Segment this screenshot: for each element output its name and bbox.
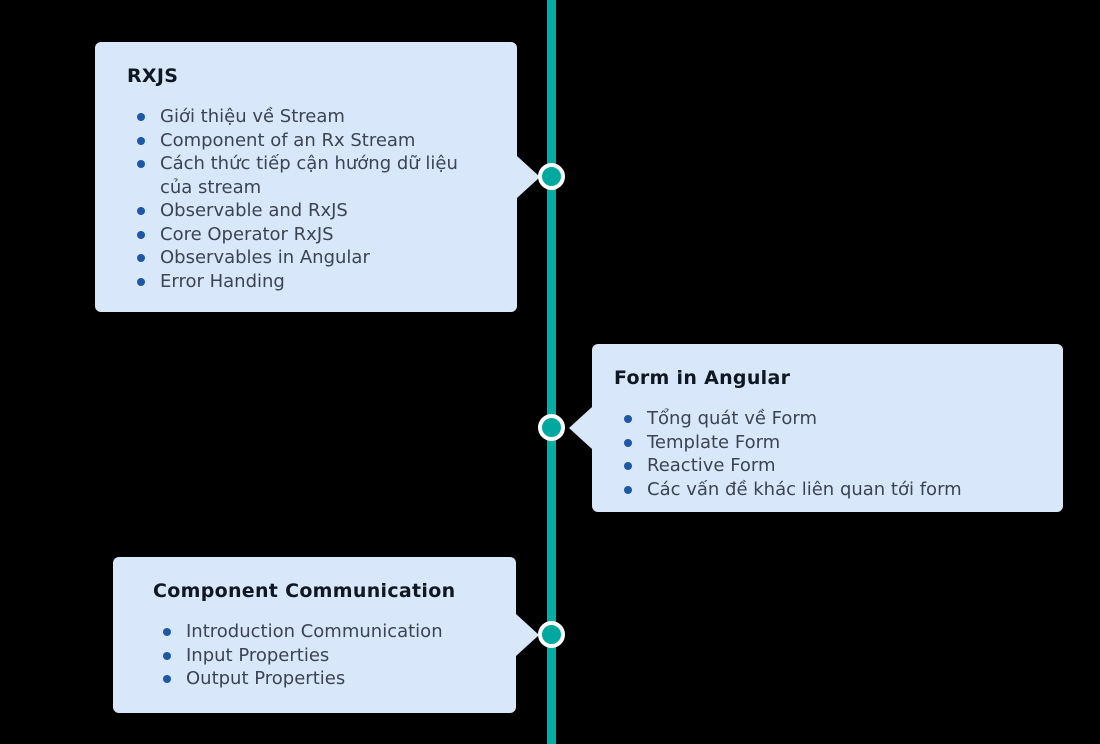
card-component-communication: Component Communication Introduction Com… — [113, 557, 539, 713]
card-item-list: Introduction Communication Input Propert… — [153, 620, 504, 691]
list-item: Giới thiệu về Stream — [137, 105, 485, 129]
list-item-label: Reactive Form — [647, 455, 776, 476]
list-item: Observable and RxJS — [137, 199, 485, 223]
list-item: Input Properties — [163, 644, 488, 668]
card-rxjs: RXJS Giới thiệu về Stream Component of a… — [95, 42, 540, 312]
card-item-list: Giới thiệu về Stream Component of an Rx … — [127, 105, 501, 293]
bullet-icon — [624, 415, 632, 423]
list-item-label: Các vấn đề khác liên quan tới form — [647, 478, 962, 500]
list-item: Tổng quát về Form — [624, 407, 1031, 431]
list-item-label: Component of an Rx Stream — [160, 129, 416, 151]
card-pointer-right-icon — [516, 614, 539, 656]
timeline-node-form-in-angular — [538, 414, 565, 441]
list-item: Các vấn đề khác liên quan tới form — [624, 478, 1031, 502]
list-item: Cách thức tiếp cận hướng dữ liệu của str… — [137, 152, 485, 199]
bullet-icon — [624, 462, 632, 470]
bullet-icon — [137, 254, 145, 262]
list-item-label: Core Operator RxJS — [160, 223, 334, 245]
bullet-icon — [137, 277, 145, 286]
list-item-label: Cách thức tiếp cận hướng dữ liệu của str… — [160, 153, 458, 198]
list-item: Reactive Form — [624, 454, 1031, 478]
bullet-icon — [624, 485, 632, 494]
bullet-icon — [163, 651, 171, 660]
list-item: Core Operator RxJS — [137, 223, 485, 247]
bullet-icon — [163, 675, 171, 683]
timeline-node-component-communication — [538, 621, 565, 648]
card-title: Form in Angular — [614, 367, 791, 389]
bullet-icon — [137, 160, 145, 168]
list-item-label: Output Properties — [186, 668, 346, 689]
bullet-icon — [137, 113, 145, 121]
list-item-label: Observables in Angular — [160, 247, 370, 268]
list-item-label: Giới thiệu về Stream — [160, 106, 345, 127]
bullet-icon — [137, 207, 145, 215]
list-item-label: Observable and RxJS — [160, 200, 348, 221]
list-item-label: Introduction Communication — [186, 621, 443, 642]
card-title: Component Communication — [153, 580, 456, 602]
list-item: Component of an Rx Stream — [137, 129, 485, 153]
list-item: Observables in Angular — [137, 246, 485, 270]
card-pointer-left-icon — [569, 407, 592, 449]
timeline-line — [547, 0, 556, 744]
list-item: Template Form — [624, 431, 1031, 455]
list-item-label: Tổng quát về Form — [647, 408, 817, 429]
card-pointer-right-icon — [517, 156, 540, 198]
bullet-icon — [163, 628, 171, 636]
list-item: Error Handing — [137, 270, 485, 294]
timeline-node-rxjs — [538, 163, 565, 190]
card-item-list: Tổng quát về Form Template Form Reactive… — [614, 407, 1047, 501]
bullet-icon — [137, 136, 145, 145]
card-form-in-angular: Form in Angular Tổng quát về Form Templa… — [569, 344, 1063, 512]
list-item-label: Error Handing — [160, 270, 285, 292]
list-item: Introduction Communication — [163, 620, 488, 644]
list-item: Output Properties — [163, 667, 488, 691]
card-title: RXJS — [127, 65, 179, 87]
bullet-icon — [137, 230, 145, 239]
bullet-icon — [624, 438, 632, 447]
list-item-label: Input Properties — [186, 644, 330, 666]
list-item-label: Template Form — [647, 431, 781, 453]
